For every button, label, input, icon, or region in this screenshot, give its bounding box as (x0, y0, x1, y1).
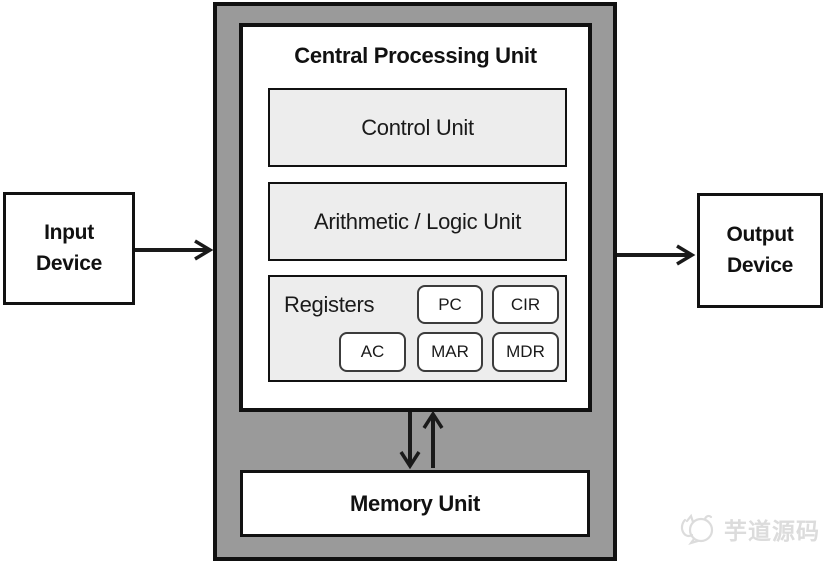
cpu-board: Central Processing Unit Control Unit Ari… (239, 23, 592, 412)
alu-label: Arithmetic / Logic Unit (313, 208, 522, 234)
registers-box: Registers PC CIR AC MAR MDR (268, 275, 567, 382)
control-unit-label: Control Unit (361, 114, 474, 140)
registers-label: Registers (284, 292, 375, 317)
control-unit-box: Control Unit (268, 88, 567, 167)
register-cir: CIR (492, 285, 559, 324)
cpu-title: Central Processing Unit (294, 43, 537, 68)
input-to-cpu-arrow (135, 239, 214, 261)
register-pc: PC (417, 285, 483, 324)
input-device-box: Input Device (3, 192, 135, 305)
alu-box: Arithmetic / Logic Unit (268, 182, 567, 261)
register-ac: AC (339, 332, 406, 372)
input-device-label-line1: Input (44, 221, 94, 245)
register-mar: MAR (417, 332, 483, 372)
memory-unit-box: Memory Unit (240, 470, 590, 537)
register-mdr: MDR (492, 332, 559, 372)
watermark-text: 芋道源码 (724, 518, 820, 544)
output-device-box: Output Device (697, 193, 823, 308)
memory-unit-label: Memory Unit (350, 490, 480, 516)
input-device-label-line2: Device (36, 251, 102, 275)
watermark: 芋道源码 (678, 510, 820, 548)
output-device-label-line2: Device (727, 253, 793, 277)
output-device-label-line1: Output (726, 223, 794, 247)
cpu-to-output-arrow (617, 244, 696, 266)
watermark-logo-icon (680, 513, 714, 545)
